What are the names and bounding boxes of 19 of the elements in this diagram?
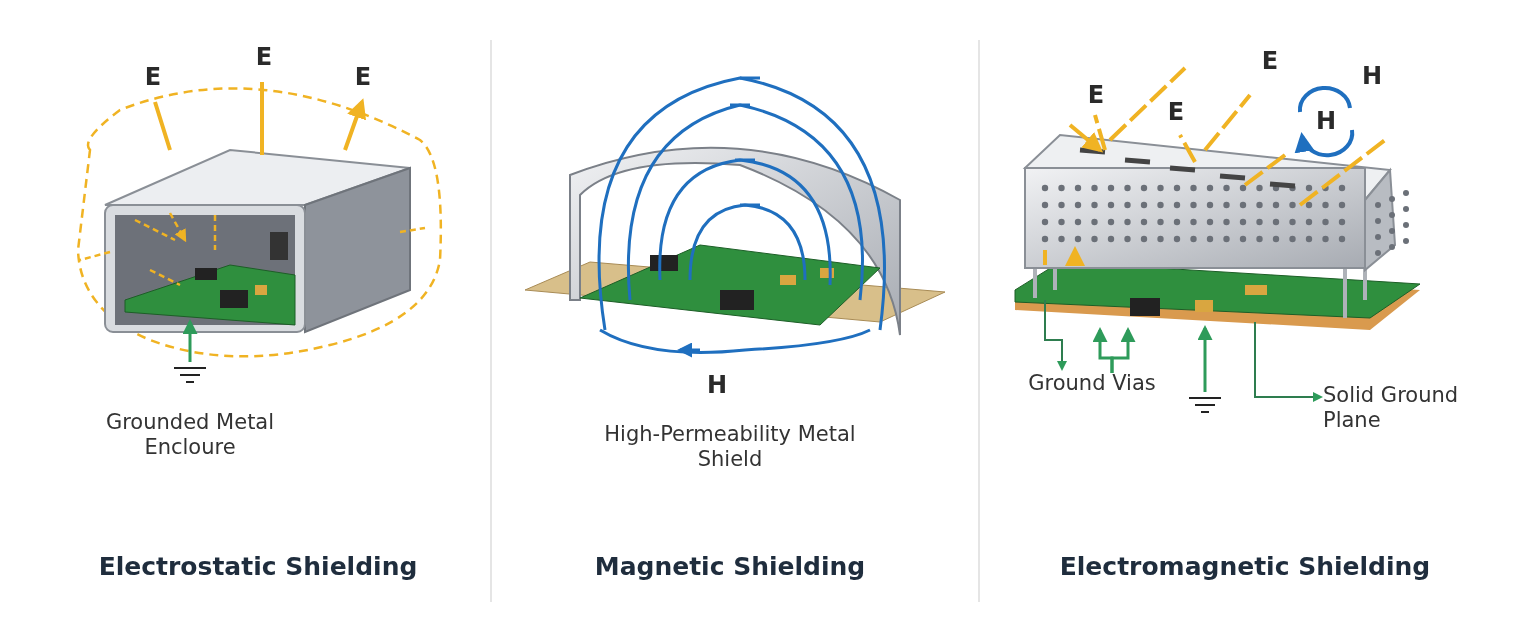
leader-arrow xyxy=(1110,327,1136,373)
callout-label: Solid Ground Plane xyxy=(1323,383,1493,434)
field-symbol: E xyxy=(1260,47,1280,76)
callout-label: Ground Vias xyxy=(1022,371,1162,397)
field-symbol: E xyxy=(1086,81,1106,110)
field-symbol: H xyxy=(1314,107,1338,136)
field-symbol: H xyxy=(705,371,729,400)
field-symbol: E xyxy=(254,43,274,72)
caption: Grounded Metal Encloure xyxy=(104,410,276,461)
leader-arrow xyxy=(1254,321,1323,402)
caption: High-Permeability Metal Shield xyxy=(603,422,857,473)
panel-heading: Magnetic Shielding xyxy=(593,552,867,582)
leader-arrow xyxy=(1044,299,1067,371)
field-symbol: E xyxy=(353,63,373,92)
field-symbol: E xyxy=(1166,98,1186,127)
field-symbol: E xyxy=(143,63,163,92)
panel-heading: Electromagnetic Shielding xyxy=(1058,552,1432,582)
field-symbol: H xyxy=(1360,62,1384,91)
panel-heading: Electrostatic Shielding xyxy=(97,552,419,582)
